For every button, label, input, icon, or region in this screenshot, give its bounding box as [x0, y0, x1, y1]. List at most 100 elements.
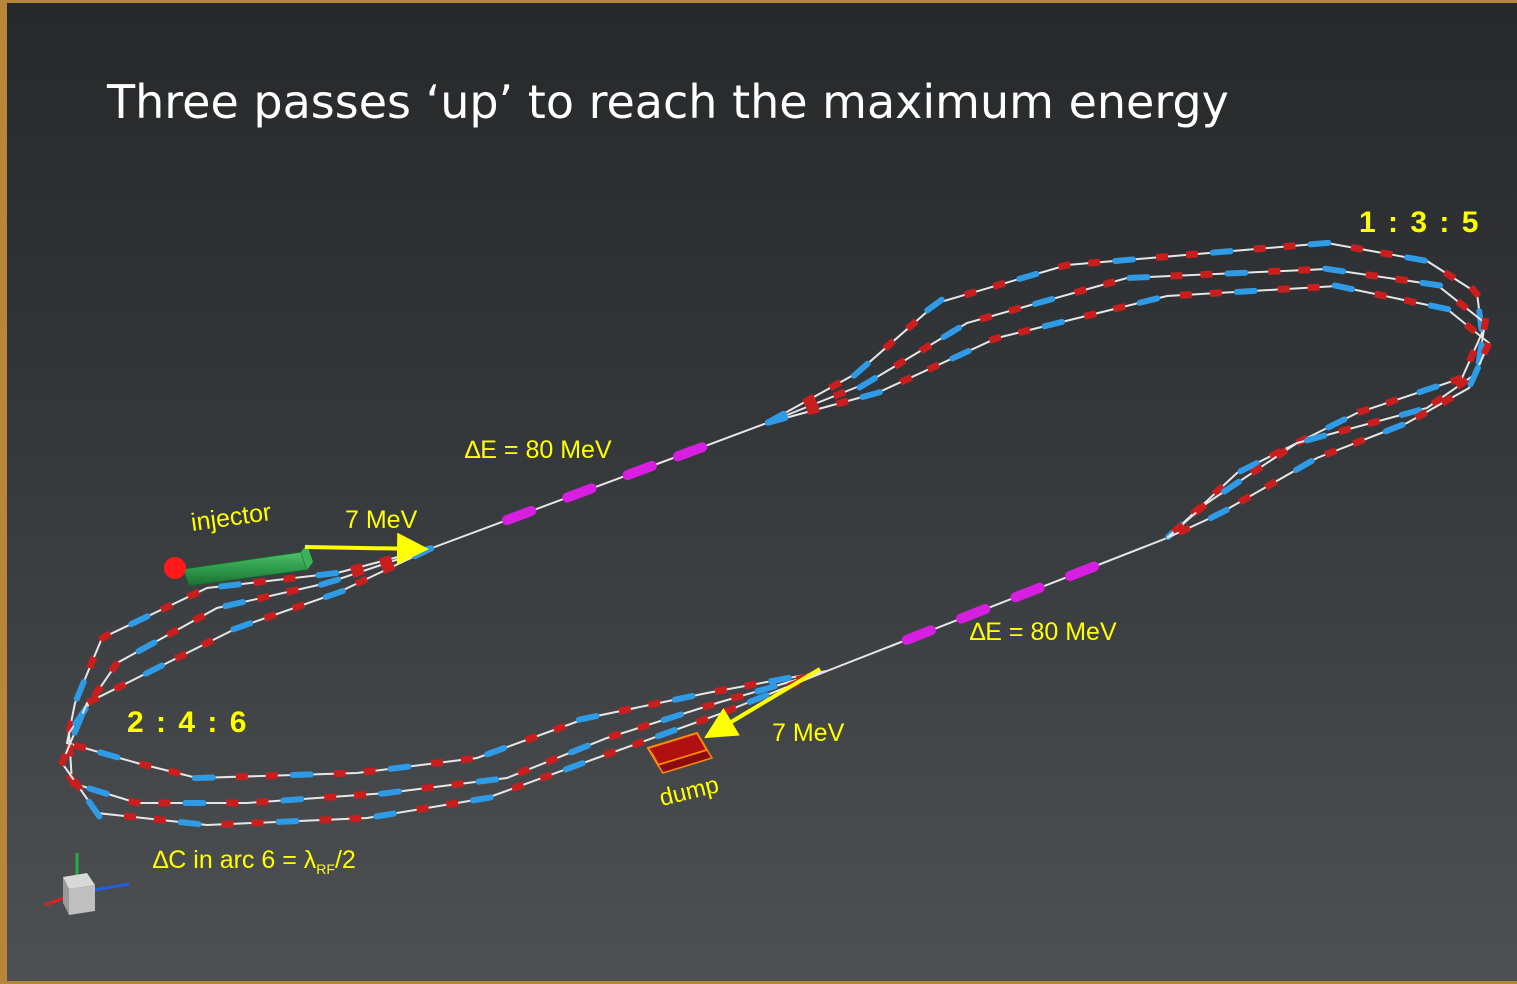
- quadrupole-magnet: [851, 360, 871, 379]
- dipole-magnet: [1170, 272, 1183, 280]
- dipole-magnet: [1238, 493, 1252, 505]
- dipole-magnet: [108, 660, 121, 674]
- linac-gain-top-label: ∆E = 80 MeV: [465, 436, 612, 464]
- arc6-label-suffix: /2: [334, 846, 356, 874]
- quadrupole-magnet: [1331, 282, 1356, 293]
- dipole-magnet: [1057, 261, 1071, 271]
- quadrupole-magnet: [1467, 364, 1481, 388]
- dipole-magnet: [416, 804, 429, 813]
- quadrupole-magnet: [671, 693, 696, 703]
- arc-left-2: [65, 547, 828, 780]
- quadrupole-magnet: [949, 347, 972, 362]
- dipole-magnet: [899, 374, 913, 386]
- quadrupole-magnet: [764, 415, 789, 426]
- quadrupole-magnet: [1032, 295, 1056, 307]
- dipole-magnet: [1253, 244, 1266, 253]
- arc-left-4: [67, 547, 828, 804]
- dipole-magnet: [695, 715, 709, 726]
- dipole-magnet: [251, 819, 264, 827]
- quadrupole-magnet: [1419, 279, 1444, 289]
- dipole-magnet: [86, 694, 100, 706]
- injector-icon: [164, 544, 313, 587]
- quadrupole-magnet: [387, 763, 412, 772]
- quadrupole-magnet: [1475, 341, 1485, 366]
- dipole-magnet: [1200, 270, 1213, 279]
- dipole-magnet: [153, 815, 167, 824]
- dipole-magnet: [128, 797, 141, 807]
- quadrupole-magnet: [230, 620, 254, 633]
- dipole-magnet: [905, 318, 919, 332]
- dipole-magnet: [1365, 271, 1379, 280]
- quadrupole-magnet: [654, 727, 678, 740]
- dipole-magnet: [882, 338, 896, 351]
- dipole-magnet: [1403, 296, 1417, 306]
- quadrupole-magnet: [1112, 256, 1137, 264]
- dipole-magnet: [1395, 275, 1408, 284]
- quadrupole-magnet: [378, 788, 402, 797]
- quadrupole-magnet: [1126, 274, 1151, 281]
- quadrupole-magnet: [135, 639, 158, 655]
- dipole-magnet: [545, 754, 559, 766]
- dipole-magnet: [603, 748, 617, 759]
- dipole-magnet: [517, 766, 531, 777]
- dipole-magnet: [451, 780, 464, 789]
- dipole-magnet: [1209, 289, 1222, 297]
- quadrupole-magnet: [289, 771, 314, 778]
- dipole-magnet: [138, 760, 152, 770]
- quadrupole-magnet: [562, 760, 586, 773]
- dipole-magnet: [253, 577, 266, 586]
- dipole-magnet: [1468, 285, 1481, 299]
- quadrupole-magnet: [177, 819, 202, 828]
- dipole-magnet: [283, 574, 296, 583]
- dipole-magnet: [324, 793, 337, 801]
- dipole-magnet: [113, 681, 127, 693]
- quadrupole-magnet: [1237, 460, 1260, 475]
- quadrupole-magnet: [142, 662, 165, 677]
- quadrupole-magnet: [191, 774, 216, 782]
- dipole-magnet: [73, 741, 87, 752]
- dipole-magnet: [1356, 405, 1371, 416]
- dipole-magnet: [445, 799, 459, 809]
- rf-cavity: [956, 604, 991, 624]
- dipole-magnet: [723, 704, 737, 715]
- quadrupole-magnet: [575, 713, 600, 723]
- quadrupole-magnet: [1207, 506, 1230, 522]
- dipole-magnet: [319, 816, 332, 824]
- dipole-magnet: [832, 388, 846, 400]
- quadrupole-magnet: [315, 570, 340, 579]
- dipole-magnet: [265, 772, 278, 780]
- dipole-magnet: [71, 777, 83, 792]
- dipole-magnet: [1481, 342, 1492, 356]
- dipole-magnet: [992, 279, 1006, 290]
- dipole-magnet: [1250, 464, 1264, 476]
- dipole-magnet: [1008, 304, 1022, 315]
- dipole-magnet: [91, 684, 104, 698]
- dipole-magnet: [421, 783, 434, 792]
- dipole-magnet: [353, 791, 367, 799]
- quadrupole-magnet: [86, 785, 110, 797]
- dipole-magnet: [511, 781, 525, 792]
- extraction-arrow-icon: [704, 667, 822, 739]
- quadrupole-magnet: [940, 324, 963, 341]
- dipole-magnet: [963, 288, 977, 299]
- dipole-magnet: [1367, 417, 1381, 428]
- dipole-magnet: [1350, 244, 1364, 253]
- dipole-magnet: [158, 799, 171, 807]
- linac-bottom: [826, 537, 1168, 672]
- dipole-magnet: [226, 799, 239, 807]
- dipole-magnet: [1307, 283, 1320, 292]
- dipole-magnet: [200, 637, 215, 649]
- dipole-magnet: [1283, 242, 1296, 251]
- quadrupole-magnet: [1398, 407, 1423, 418]
- quadrupole-magnet: [71, 713, 85, 736]
- dipole-magnet: [166, 626, 180, 638]
- quadrupole-magnet: [373, 810, 397, 820]
- dump-energy-label: 7 MeV: [772, 719, 845, 747]
- rf-cavity: [1064, 561, 1100, 582]
- quadrupole-magnet: [1404, 254, 1428, 264]
- quadrupole-magnet: [1224, 269, 1249, 277]
- dipole-magnet: [98, 630, 112, 643]
- dipole-magnet: [1380, 249, 1393, 259]
- injector-source-icon: [164, 557, 186, 579]
